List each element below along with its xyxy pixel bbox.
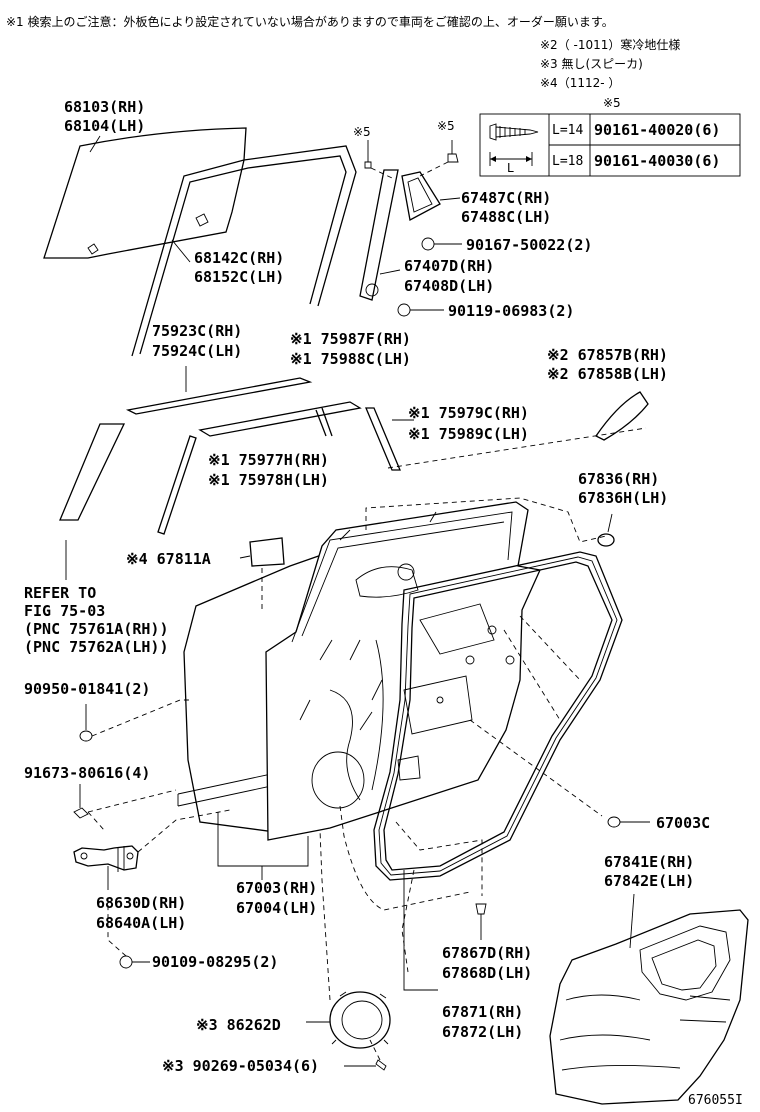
label-67868d: 67868D(LH) — [442, 964, 532, 982]
refer-line-1: REFER TO — [24, 584, 96, 602]
door-trim-panel — [549, 893, 749, 1105]
screw-table: L L=14 90161-40020(6) L=18 90161-40030(6… — [479, 113, 741, 177]
label-67488c: 67488C(LH) — [461, 208, 551, 226]
label-mark-5b: ※5 — [437, 119, 455, 133]
label-67004: 67004(LH) — [236, 899, 317, 917]
figure-number: 676055I — [688, 1093, 743, 1108]
frame-moulding-75979c — [365, 407, 414, 471]
label-68142c: 68142C(RH) — [194, 249, 284, 267]
door-glass — [43, 127, 247, 259]
refer-line-2: FIG 75-03 — [24, 602, 105, 620]
note-3: ※3 無し(スピーカ) — [540, 56, 643, 71]
label-67408d: 67408D(LH) — [404, 277, 494, 295]
door-weatherstrip — [373, 551, 623, 881]
label-90119: 90119-06983(2) — [448, 302, 574, 320]
screw-length-1: L=14 — [552, 123, 583, 138]
label-67872: 67872(LH) — [442, 1023, 523, 1041]
pillar-garnish — [59, 423, 126, 580]
label-90950: 90950-01841(2) — [24, 680, 150, 698]
label-67487c: 67487C(RH) — [461, 189, 551, 207]
label-68104: 68104(LH) — [64, 117, 145, 135]
bolt-90167 — [421, 237, 462, 251]
screw-90269 — [344, 1039, 387, 1071]
frame-moulding-75977h — [157, 435, 197, 535]
label-67811a: ※4 67811A — [126, 550, 211, 568]
label-86262d: ※3 86262D — [196, 1016, 281, 1034]
speaker-86262d — [306, 829, 391, 1049]
clip-90950 — [79, 699, 190, 742]
label-75977h: ※1 75977H(RH) — [208, 451, 329, 469]
screw-icon — [489, 123, 539, 166]
refer-line-3: (PNC 75761A(RH)) — [24, 620, 169, 638]
label-91673: 91673-80616(4) — [24, 764, 150, 782]
label-mark-5a: ※5 — [353, 125, 371, 139]
belt-moulding — [125, 366, 313, 415]
note-1: ※1 検索上のご注意：外板色により設定されていない場合がありますので車両をご確認… — [6, 14, 614, 29]
label-75924c: 75924C(LH) — [152, 342, 242, 360]
plug-67003c — [607, 816, 650, 828]
label-67836h: 67836H(LH) — [578, 489, 668, 507]
note-2: ※2（ -1011）寒冷地仕様 — [540, 37, 680, 52]
label-67003c: 67003C — [656, 814, 710, 832]
label-67407d: 67407D(RH) — [404, 257, 494, 275]
grommet-67836 — [597, 513, 615, 547]
bolt-90109 — [107, 898, 150, 969]
label-68152c: 68152C(LH) — [194, 268, 284, 286]
label-75923c: 75923C(RH) — [152, 322, 242, 340]
note-4: ※4（1112- ） — [540, 76, 620, 90]
label-67842e: 67842E(LH) — [604, 872, 694, 890]
label-90109: 90109-08295(2) — [152, 953, 278, 971]
label-75988c: ※1 75988C(LH) — [290, 350, 411, 368]
label-75987f: ※1 75987F(RH) — [290, 330, 411, 348]
label-67841e: 67841E(RH) — [604, 853, 694, 871]
label-68630d: 68630D(RH) — [96, 894, 186, 912]
mudguard-67857b — [595, 391, 649, 441]
screw-length-2: L=18 — [552, 154, 583, 169]
label-67003: 67003(RH) — [236, 879, 317, 897]
clip-5b — [447, 140, 459, 163]
label-90167: 90167-50022(2) — [466, 236, 592, 254]
label-67858b: ※2 67858B(LH) — [547, 365, 668, 383]
label-75978h: ※1 75978H(LH) — [208, 471, 329, 489]
door-hinge — [73, 809, 231, 890]
label-67871: 67871(RH) — [442, 1003, 523, 1021]
screw-part-1: 90161-40020(6) — [594, 121, 720, 139]
label-75979c: ※1 75979C(RH) — [408, 404, 529, 422]
label-67836: 67836(RH) — [578, 470, 659, 488]
screw-dim-label: L — [507, 161, 514, 175]
screw-table-title: ※5 — [603, 96, 621, 110]
service-hole-cover — [239, 537, 285, 612]
clip-5a — [364, 140, 372, 169]
clip-67867d — [475, 903, 487, 940]
label-75989c: ※1 75989C(LH) — [408, 425, 529, 443]
label-90269: ※3 90269-05034(6) — [162, 1057, 319, 1075]
upper-moulding-75987f — [198, 401, 362, 437]
label-67857b: ※2 67857B(RH) — [547, 346, 668, 364]
rear-door-panel — [265, 501, 541, 841]
screw-part-2: 90161-40030(6) — [594, 152, 720, 170]
quarter-window-frame — [359, 169, 461, 301]
refer-line-4: (PNC 75762A(LH)) — [24, 638, 169, 656]
bolt-91673 — [73, 784, 177, 831]
label-67867d: 67867D(RH) — [442, 944, 532, 962]
label-68103: 68103(RH) — [64, 98, 145, 116]
label-68640a: 68640A(LH) — [96, 914, 186, 932]
door-glass-run — [131, 145, 357, 357]
bolt-90119 — [365, 269, 444, 317]
